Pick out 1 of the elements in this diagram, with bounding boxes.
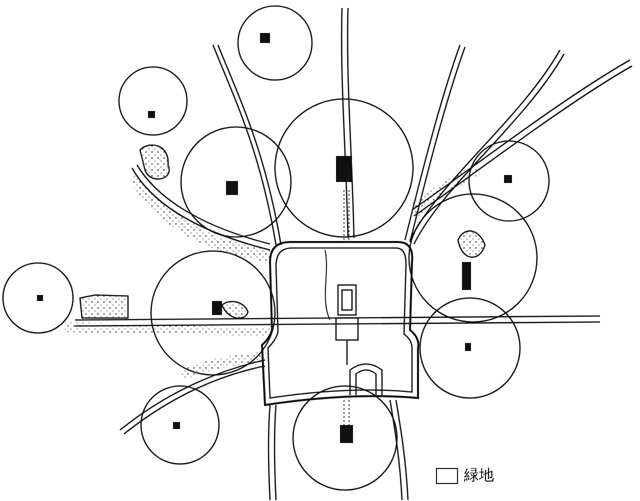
legend-text: 緑地 <box>464 466 494 485</box>
